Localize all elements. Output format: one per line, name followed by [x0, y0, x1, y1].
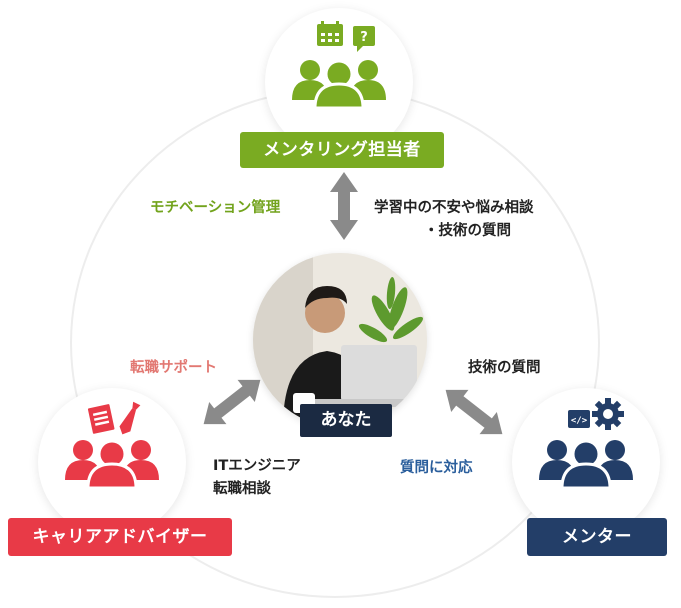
learning-label-line1: 学習中の不安や悩み相談	[374, 200, 534, 216]
person-at-laptop-photo	[253, 253, 427, 427]
tech-question-label: 技術の質問	[468, 360, 541, 376]
it-label-line1: ITエンジニア	[213, 458, 301, 474]
mentor-node: </>	[512, 388, 660, 536]
svg-text:</>: </>	[571, 416, 588, 426]
team-document-tie-icon	[65, 401, 159, 490]
career-support-label: 転職サポート	[130, 360, 217, 376]
motivation-label: モチベーション管理	[150, 200, 281, 216]
mentor-badge: メンター	[527, 518, 667, 556]
arrow-mentoring-you	[330, 172, 358, 240]
response-label: 質問に対応	[400, 460, 473, 476]
it-label-line2: 転職相談	[213, 481, 271, 497]
mentoring-badge: メンタリング担当者	[240, 132, 444, 168]
you-label: あなた	[320, 410, 372, 430]
advisor-badge: キャリアアドバイザー	[8, 518, 232, 556]
arrow-advisor-you	[203, 379, 261, 425]
learning-label-line2: ・技術の質問	[424, 223, 511, 239]
mentoring-title: メンタリング担当者	[263, 140, 421, 160]
svg-text:?: ?	[360, 30, 368, 45]
team-calendar-question-icon: ?	[292, 21, 386, 110]
mentoring-node: ?	[265, 8, 413, 156]
you-badge: あなた	[300, 404, 392, 437]
advisor-title: キャリアアドバイザー	[32, 527, 208, 547]
advisor-node	[38, 388, 186, 536]
mentor-title: メンター	[562, 527, 632, 547]
team-code-gear-icon: </>	[539, 398, 633, 490]
arrow-mentor-you	[445, 389, 503, 435]
